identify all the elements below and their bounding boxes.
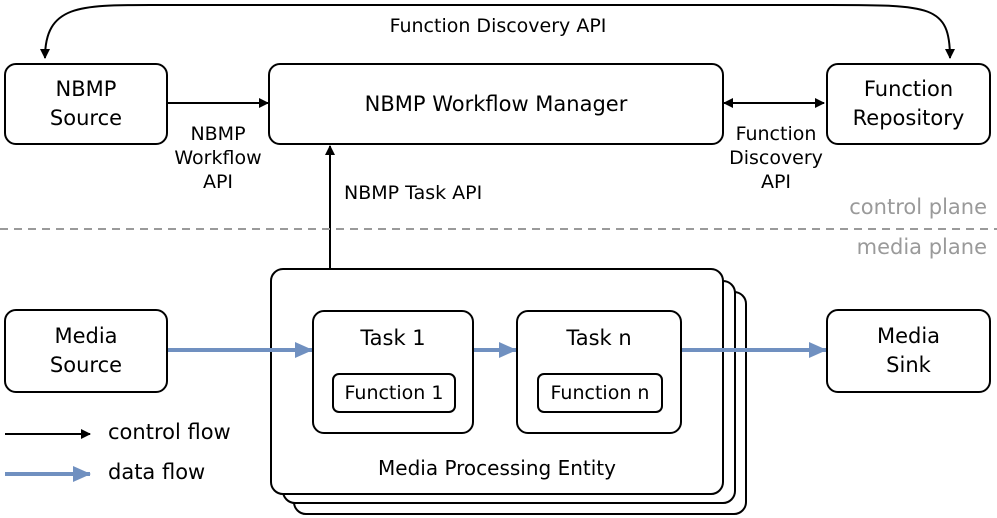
media-sink-box: Media Sink xyxy=(826,309,991,393)
workflow-manager-label: NBMP Workflow Manager xyxy=(364,91,628,116)
control-plane-label: control plane xyxy=(849,195,987,219)
function-discovery-curve xyxy=(40,4,955,59)
function-repository-label: Function Repository xyxy=(852,77,965,130)
legend-control-label: control flow xyxy=(108,420,231,444)
top-api-label: Function Discovery API xyxy=(389,15,607,37)
function-repository-box: Function Repository xyxy=(826,63,991,145)
workflow-manager-box: NBMP Workflow Manager xyxy=(268,63,724,145)
task-n-box: Task n xyxy=(516,310,682,434)
mpe-label: Media Processing Entity xyxy=(378,456,616,480)
nbmp-source-box: NBMP Source xyxy=(4,63,168,145)
function-1-box: Function 1 xyxy=(332,373,456,413)
legend-data-label: data flow xyxy=(108,460,206,484)
media-source-label: Media Source xyxy=(49,324,123,377)
function-n-label: Function n xyxy=(550,382,650,404)
media-source-box: Media Source xyxy=(4,309,168,393)
function-1-label: Function 1 xyxy=(344,382,444,404)
media-sink-label: Media Sink xyxy=(876,324,941,377)
task-1-box: Task 1 xyxy=(312,310,474,434)
discovery-api-label: Function Discovery API xyxy=(729,123,823,193)
function-n-box: Function n xyxy=(537,373,663,413)
media-plane-label: media plane xyxy=(856,235,987,259)
task-api-label: NBMP Task API xyxy=(344,182,483,204)
nbmp-source-label: NBMP Source xyxy=(49,77,123,130)
task-n-title: Task n xyxy=(566,326,632,350)
workflow-api-label: NBMP Workflow API xyxy=(174,123,262,193)
task-1-title: Task 1 xyxy=(360,326,426,350)
